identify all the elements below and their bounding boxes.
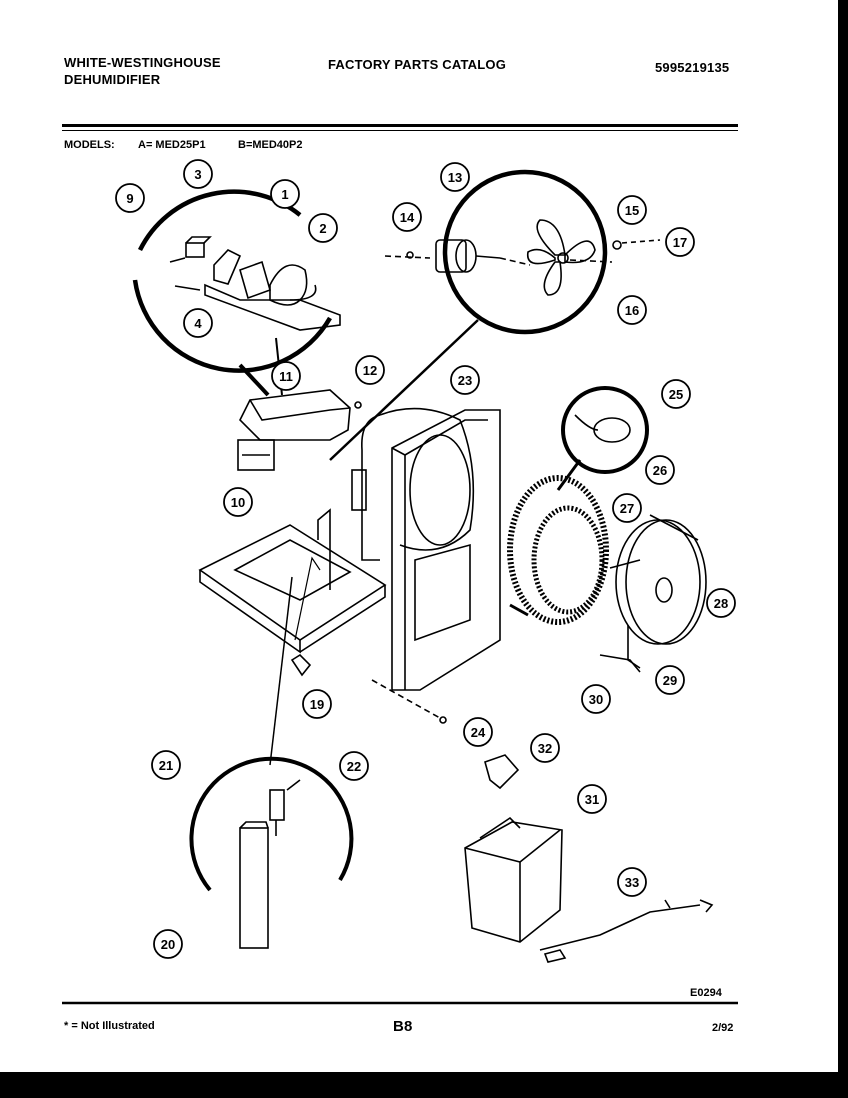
brand-name: WHITE-WESTINGHOUSE (64, 55, 221, 70)
models-label: MODELS: (64, 139, 115, 151)
model-b: B=MED40P2 (238, 139, 303, 151)
callout-bubble-27 (612, 493, 642, 523)
callout-bubble-23 (450, 365, 480, 395)
callout-bubble-32 (530, 733, 560, 763)
callout-bubble-13 (440, 162, 470, 192)
callout-number-29: 29 (663, 673, 677, 688)
callout-number-11: 11 (279, 369, 293, 384)
header-rule-thin (62, 130, 738, 131)
product-type: DEHUMIDIFIER (64, 72, 161, 87)
callout-bubble-14 (392, 202, 422, 232)
callout-number-9: 9 (126, 191, 133, 206)
callout-bubble-24 (463, 717, 493, 747)
callout-number-13: 13 (448, 170, 462, 185)
callout-bubble-28 (706, 588, 736, 618)
catalog-title: FACTORY PARTS CATALOG (328, 57, 507, 72)
callout-number-19: 19 (310, 697, 324, 712)
callout-number-24: 24 (471, 725, 486, 740)
callout-bubble-17 (665, 227, 695, 257)
callout-bubble-11 (271, 361, 301, 391)
callout-number-12: 12 (363, 363, 377, 378)
callout-number-32: 32 (538, 741, 552, 756)
callout-bubble-30 (581, 684, 611, 714)
revision-date: 2/92 (712, 1022, 734, 1034)
callout-number-14: 14 (400, 210, 415, 225)
catalog-page: WHITE-WESTINGHOUSE DEHUMIDIFIER FACTORY … (0, 0, 838, 1072)
callout-number-2: 2 (319, 221, 326, 236)
callout-number-4: 4 (194, 316, 202, 331)
callout-number-28: 28 (714, 596, 728, 611)
callout-bubble-19 (302, 689, 332, 719)
callout-bubble-4 (183, 308, 213, 338)
callout-number-23: 23 (458, 373, 472, 388)
callout-number-31: 31 (585, 792, 599, 807)
callout-bubble-9 (115, 183, 145, 213)
callout-bubble-16 (617, 295, 647, 325)
callout-bubble-33 (617, 867, 647, 897)
callout-number-1: 1 (281, 187, 288, 202)
callout-number-21: 21 (159, 758, 173, 773)
callout-bubble-26 (645, 455, 675, 485)
callout-bubble-29 (655, 665, 685, 695)
callout-number-30: 30 (589, 692, 603, 707)
callout-number-27: 27 (620, 501, 634, 516)
callout-bubble-1 (270, 179, 300, 209)
callout-bubble-3 (183, 159, 213, 189)
not-illustrated-note: * = Not Illustrated (64, 1020, 155, 1032)
callout-number-33: 33 (625, 875, 639, 890)
callout-number-26: 26 (653, 463, 667, 478)
callout-number-22: 22 (347, 759, 361, 774)
figure-code: E0294 (690, 987, 722, 999)
callout-number-15: 15 (625, 203, 639, 218)
page-number: B8 (393, 1018, 413, 1035)
catalog-number: 5995219135 (655, 60, 730, 75)
callout-number-16: 16 (625, 303, 639, 318)
callout-bubble-20 (153, 929, 183, 959)
callout-bubble-31 (577, 784, 607, 814)
callout-bubble-2 (308, 213, 338, 243)
callout-bubble-21 (151, 750, 181, 780)
header-rule-thick (62, 124, 738, 127)
callout-bubble-15 (617, 195, 647, 225)
callout-bubble-25 (661, 379, 691, 409)
callout-number-20: 20 (161, 937, 175, 952)
callout-number-25: 25 (669, 387, 683, 402)
callout-bubble-22 (339, 751, 369, 781)
model-a: A= MED25P1 (138, 139, 206, 151)
callout-number-10: 10 (231, 495, 245, 510)
callout-number-17: 17 (673, 235, 687, 250)
callout-bubble-12 (355, 355, 385, 385)
callout-bubble-10 (223, 487, 253, 517)
callout-number-3: 3 (194, 167, 201, 182)
